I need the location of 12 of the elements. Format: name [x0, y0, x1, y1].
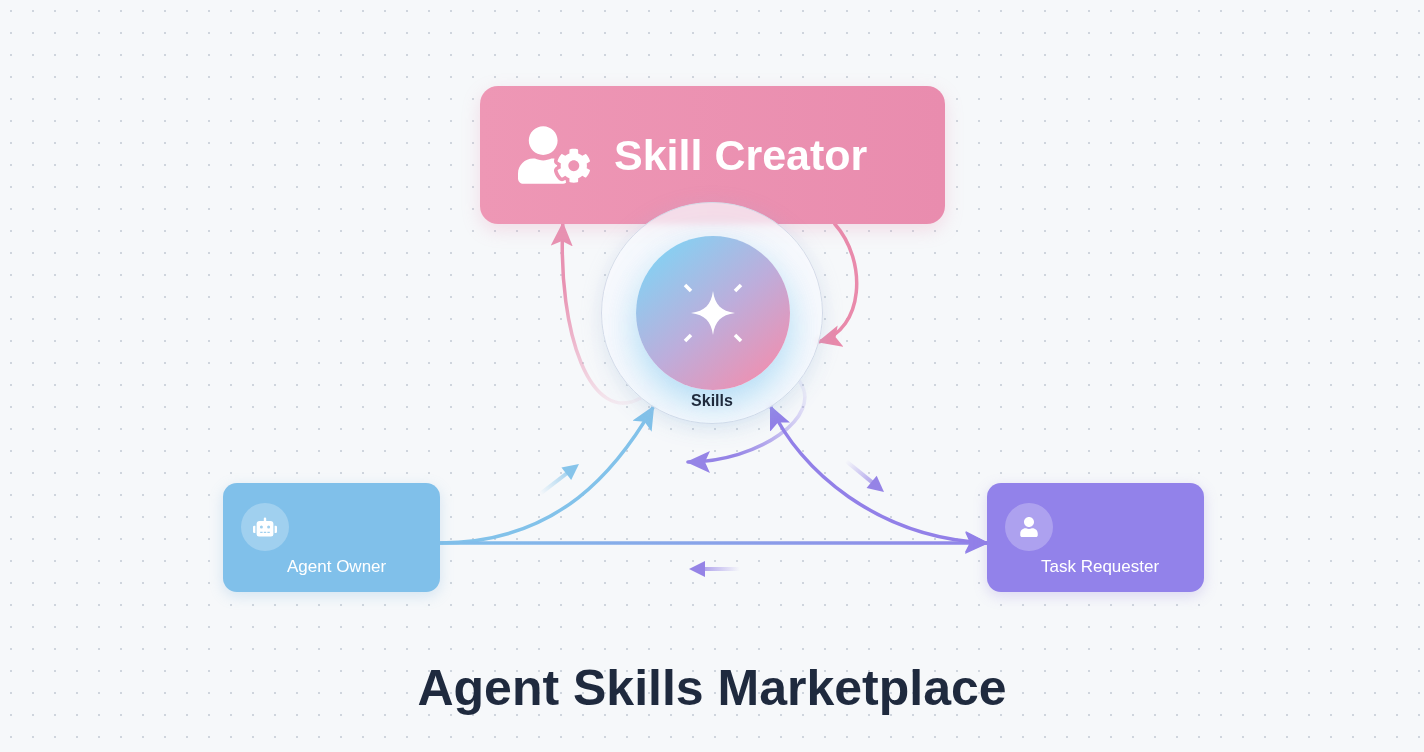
circle-label: Skills	[691, 393, 733, 409]
card-label: Agent Owner	[287, 558, 387, 575]
role-card	[480, 86, 945, 224]
arrow	[817, 222, 859, 344]
arrow	[769, 405, 989, 552]
arrow	[551, 222, 643, 405]
role-card	[987, 483, 1204, 592]
role-card	[223, 483, 440, 592]
arrow	[686, 379, 807, 472]
card-title: Skill Creator	[614, 133, 868, 177]
diagram-title: Agent Skills Marketplace	[417, 663, 1007, 713]
card-label: Task Requester	[1041, 558, 1160, 575]
